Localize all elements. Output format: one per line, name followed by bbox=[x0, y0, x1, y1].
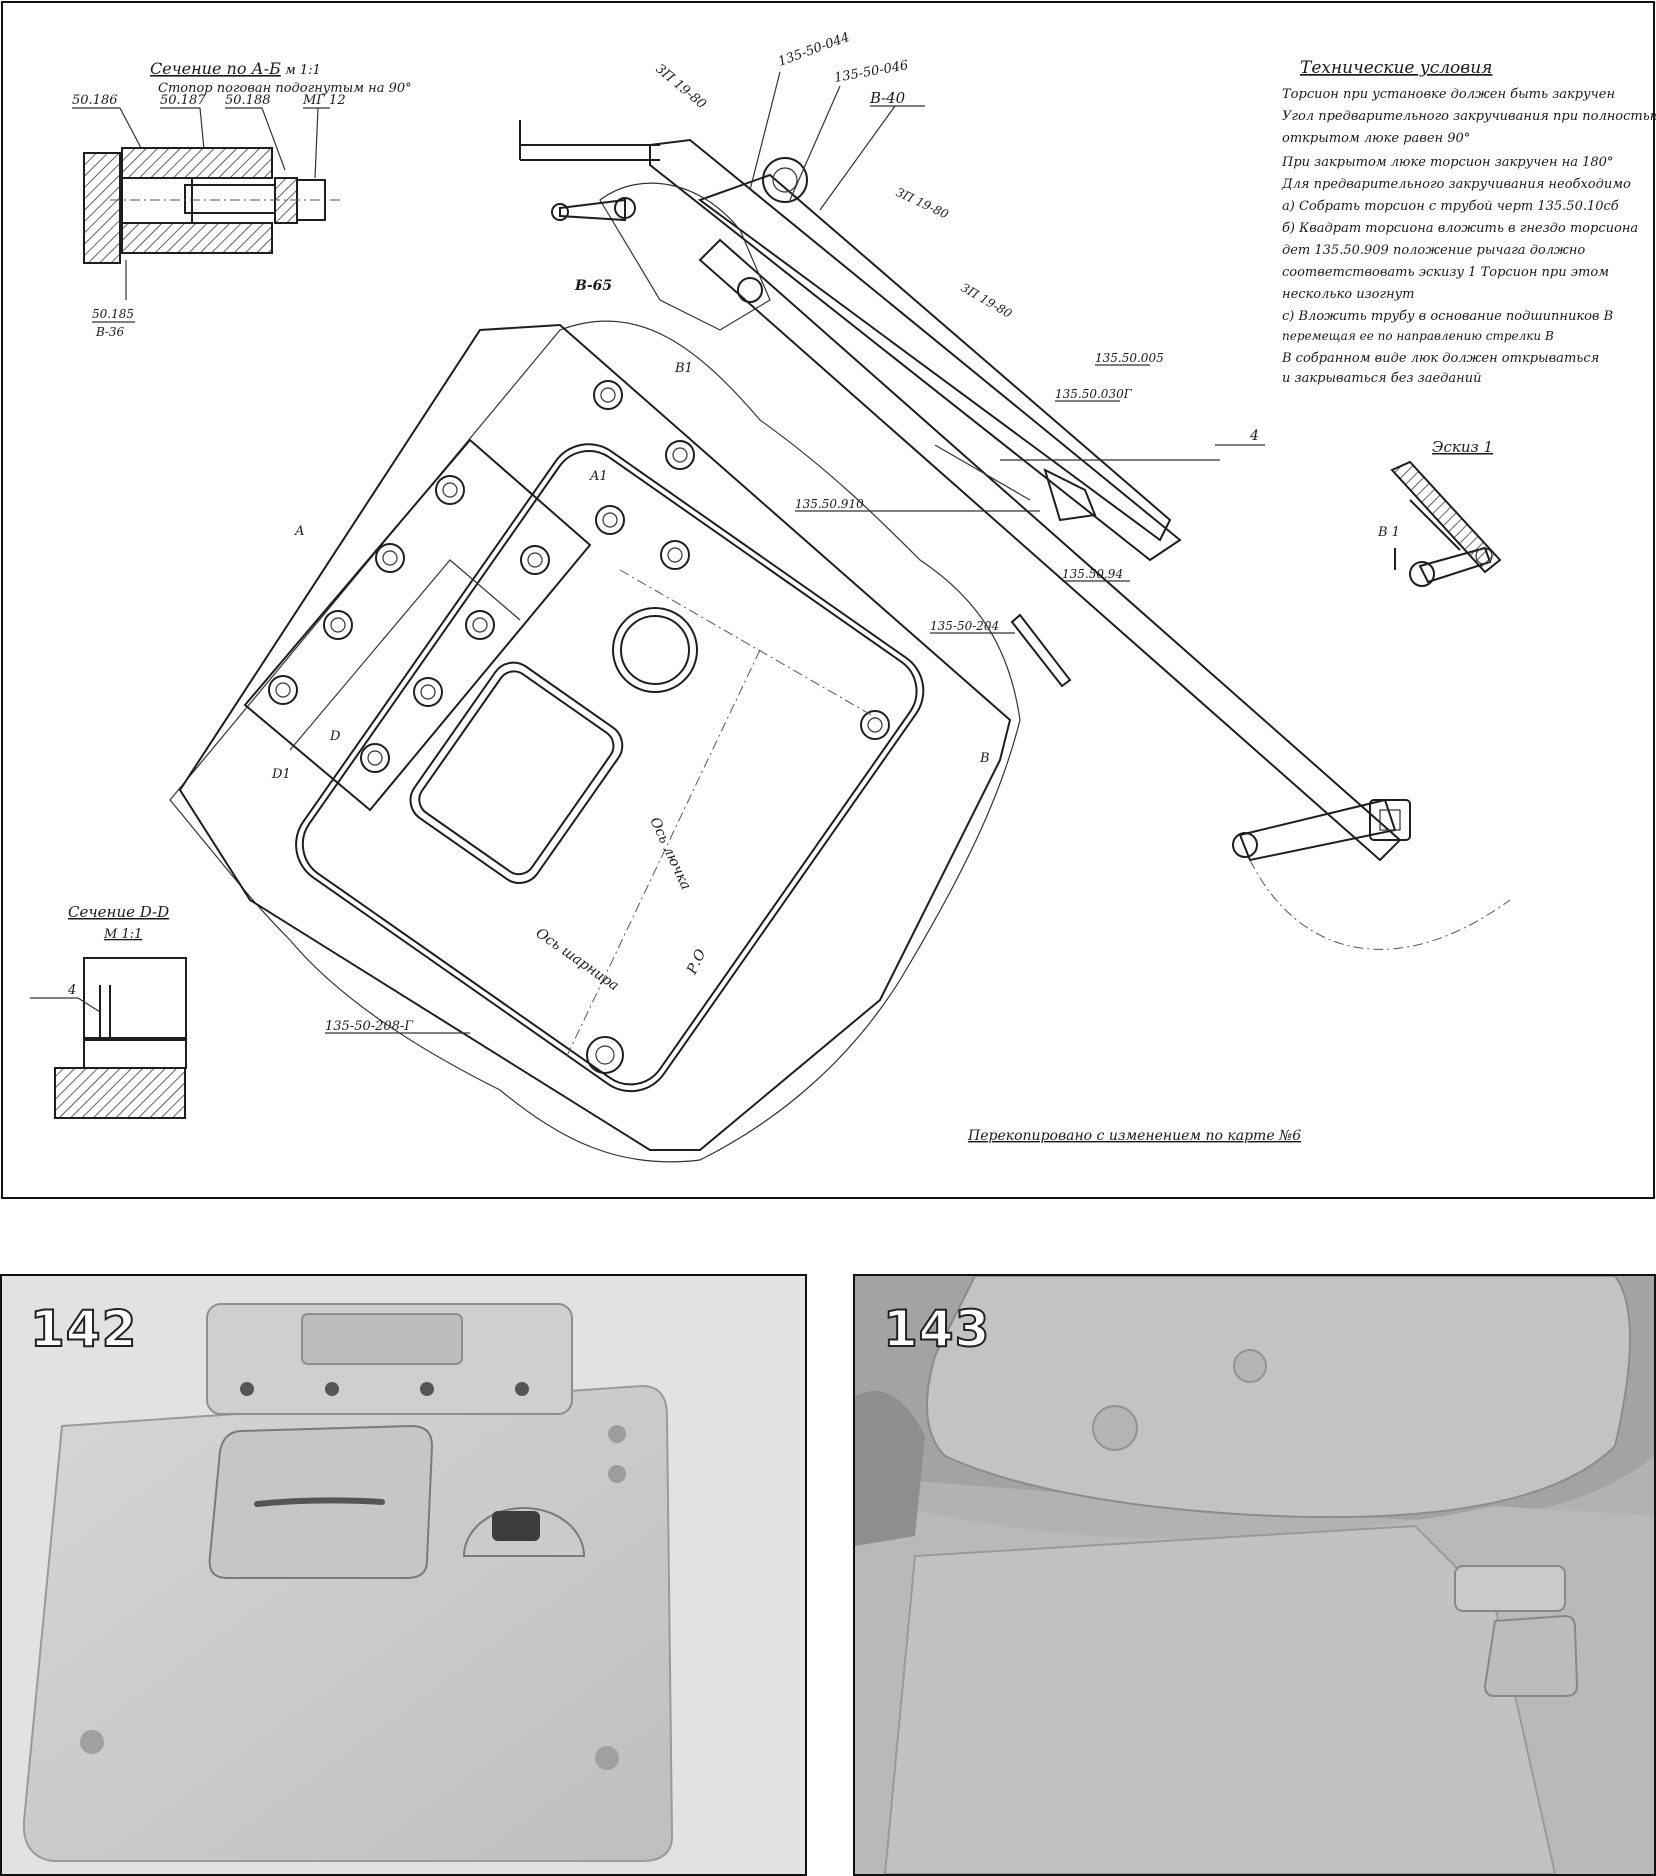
section-dd-weld: 4 bbox=[67, 983, 76, 998]
sketch-1-label: В 1 bbox=[1377, 525, 1400, 540]
tech-line-9: соответствовать эскизу 1 Торсион при это… bbox=[1282, 265, 1609, 280]
weld-mark-a1: A1 bbox=[589, 469, 608, 484]
photo-143-number: 143 bbox=[882, 1299, 991, 1359]
part-label-135-50-005: 135.50.005 bbox=[1095, 351, 1164, 365]
sketch-1-title: Эскиз 1 bbox=[1432, 438, 1493, 456]
weld-note: 4 bbox=[1249, 428, 1259, 444]
weld-mark-a: A bbox=[294, 524, 304, 539]
footer-note: Перекопировано с изменением по карте №6 bbox=[967, 1128, 1301, 1144]
tech-line-12: перемещая ее по направлению стрелки В bbox=[1282, 329, 1554, 343]
weld-mark-b1: B1 bbox=[674, 361, 693, 376]
part-label-b-40: В-40 bbox=[869, 89, 906, 107]
section-ab-title: Сечение по А-Б bbox=[150, 59, 281, 78]
photo-142: 142 bbox=[0, 1274, 807, 1876]
section-dd-scale: М 1:1 bbox=[103, 927, 142, 942]
technical-drawing: Сечение по А-Б м 1:1 Стопор погован подо… bbox=[1, 1, 1656, 1199]
part-label-b-65: В-65 bbox=[574, 278, 612, 294]
photo-142-image bbox=[2, 1276, 805, 1874]
tech-conditions-title: Технические условия bbox=[1300, 58, 1492, 78]
tech-line-7: б) Квадрат торсиона вложить в гнездо тор… bbox=[1282, 221, 1638, 236]
photo-143: 143 bbox=[853, 1274, 1656, 1876]
section-ab-part-1: 50.186 bbox=[72, 93, 118, 108]
tech-line-1: Торсион при установке должен быть закруч… bbox=[1282, 87, 1615, 102]
section-dd: Сечение D-D М 1:1 4 bbox=[30, 903, 187, 1119]
bolt-holes bbox=[268, 380, 890, 1074]
photo-143-image bbox=[855, 1276, 1654, 1874]
section-ab-part-3: 50.188 bbox=[225, 93, 271, 108]
part-label-135-50-94: 135.50.94 bbox=[1062, 567, 1123, 581]
sketch-1: Эскиз 1 В 1 bbox=[1377, 438, 1502, 587]
weld-mark-d: D bbox=[329, 729, 341, 744]
tech-line-11: с) Вложить трубу в основание подшипников… bbox=[1282, 309, 1613, 324]
part-label-135-50-910: 135.50.910 bbox=[795, 497, 864, 511]
photo-142-number: 142 bbox=[29, 1299, 138, 1359]
tech-line-5: Для предварительного закручивания необхо… bbox=[1281, 177, 1631, 192]
tech-line-3: открытом люке равен 90° bbox=[1282, 131, 1470, 146]
section-ab-note: Стопор погован подогнутым на 90° bbox=[158, 81, 412, 96]
part-label-135-50-030: 135.50.030Г bbox=[1055, 387, 1133, 401]
part-label-135-50-204: 135-50-204 bbox=[930, 619, 999, 633]
weld-mark-d1: D1 bbox=[271, 767, 291, 782]
section-ab-bottom-part-1: 50.185 bbox=[92, 307, 134, 321]
tech-line-14: и закрываться без заеданий bbox=[1282, 371, 1481, 386]
tech-line-10: несколько изогнут bbox=[1282, 287, 1415, 302]
tech-line-2: Угол предварительного закручивания при п… bbox=[1282, 109, 1656, 124]
section-ab-part-2: 50.187 bbox=[160, 93, 206, 108]
section-ab-bottom-part-2: В-36 bbox=[95, 325, 125, 339]
section-ab-scale: м 1:1 bbox=[285, 63, 321, 78]
weld-mark-b: B bbox=[979, 751, 990, 766]
part-label-135-50-208: 135-50-208-Г bbox=[325, 1019, 413, 1034]
technical-conditions: Технические условия Торсион при установк… bbox=[1281, 58, 1656, 386]
tech-line-6: а) Собрать торсион с трубой черт 135.50.… bbox=[1282, 199, 1619, 214]
tech-line-4: При закрытом люке торсион закручен на 18… bbox=[1281, 155, 1613, 170]
section-dd-title: Сечение D-D bbox=[68, 903, 169, 921]
tech-line-13: В собранном виде люк должен открываться bbox=[1281, 351, 1599, 366]
section-ab: Сечение по А-Б м 1:1 Стопор погован подо… bbox=[72, 59, 412, 339]
section-ab-part-4: МГ 12 bbox=[302, 93, 346, 108]
tech-line-8: дет 135.50.909 положение рычага должно bbox=[1282, 243, 1585, 258]
